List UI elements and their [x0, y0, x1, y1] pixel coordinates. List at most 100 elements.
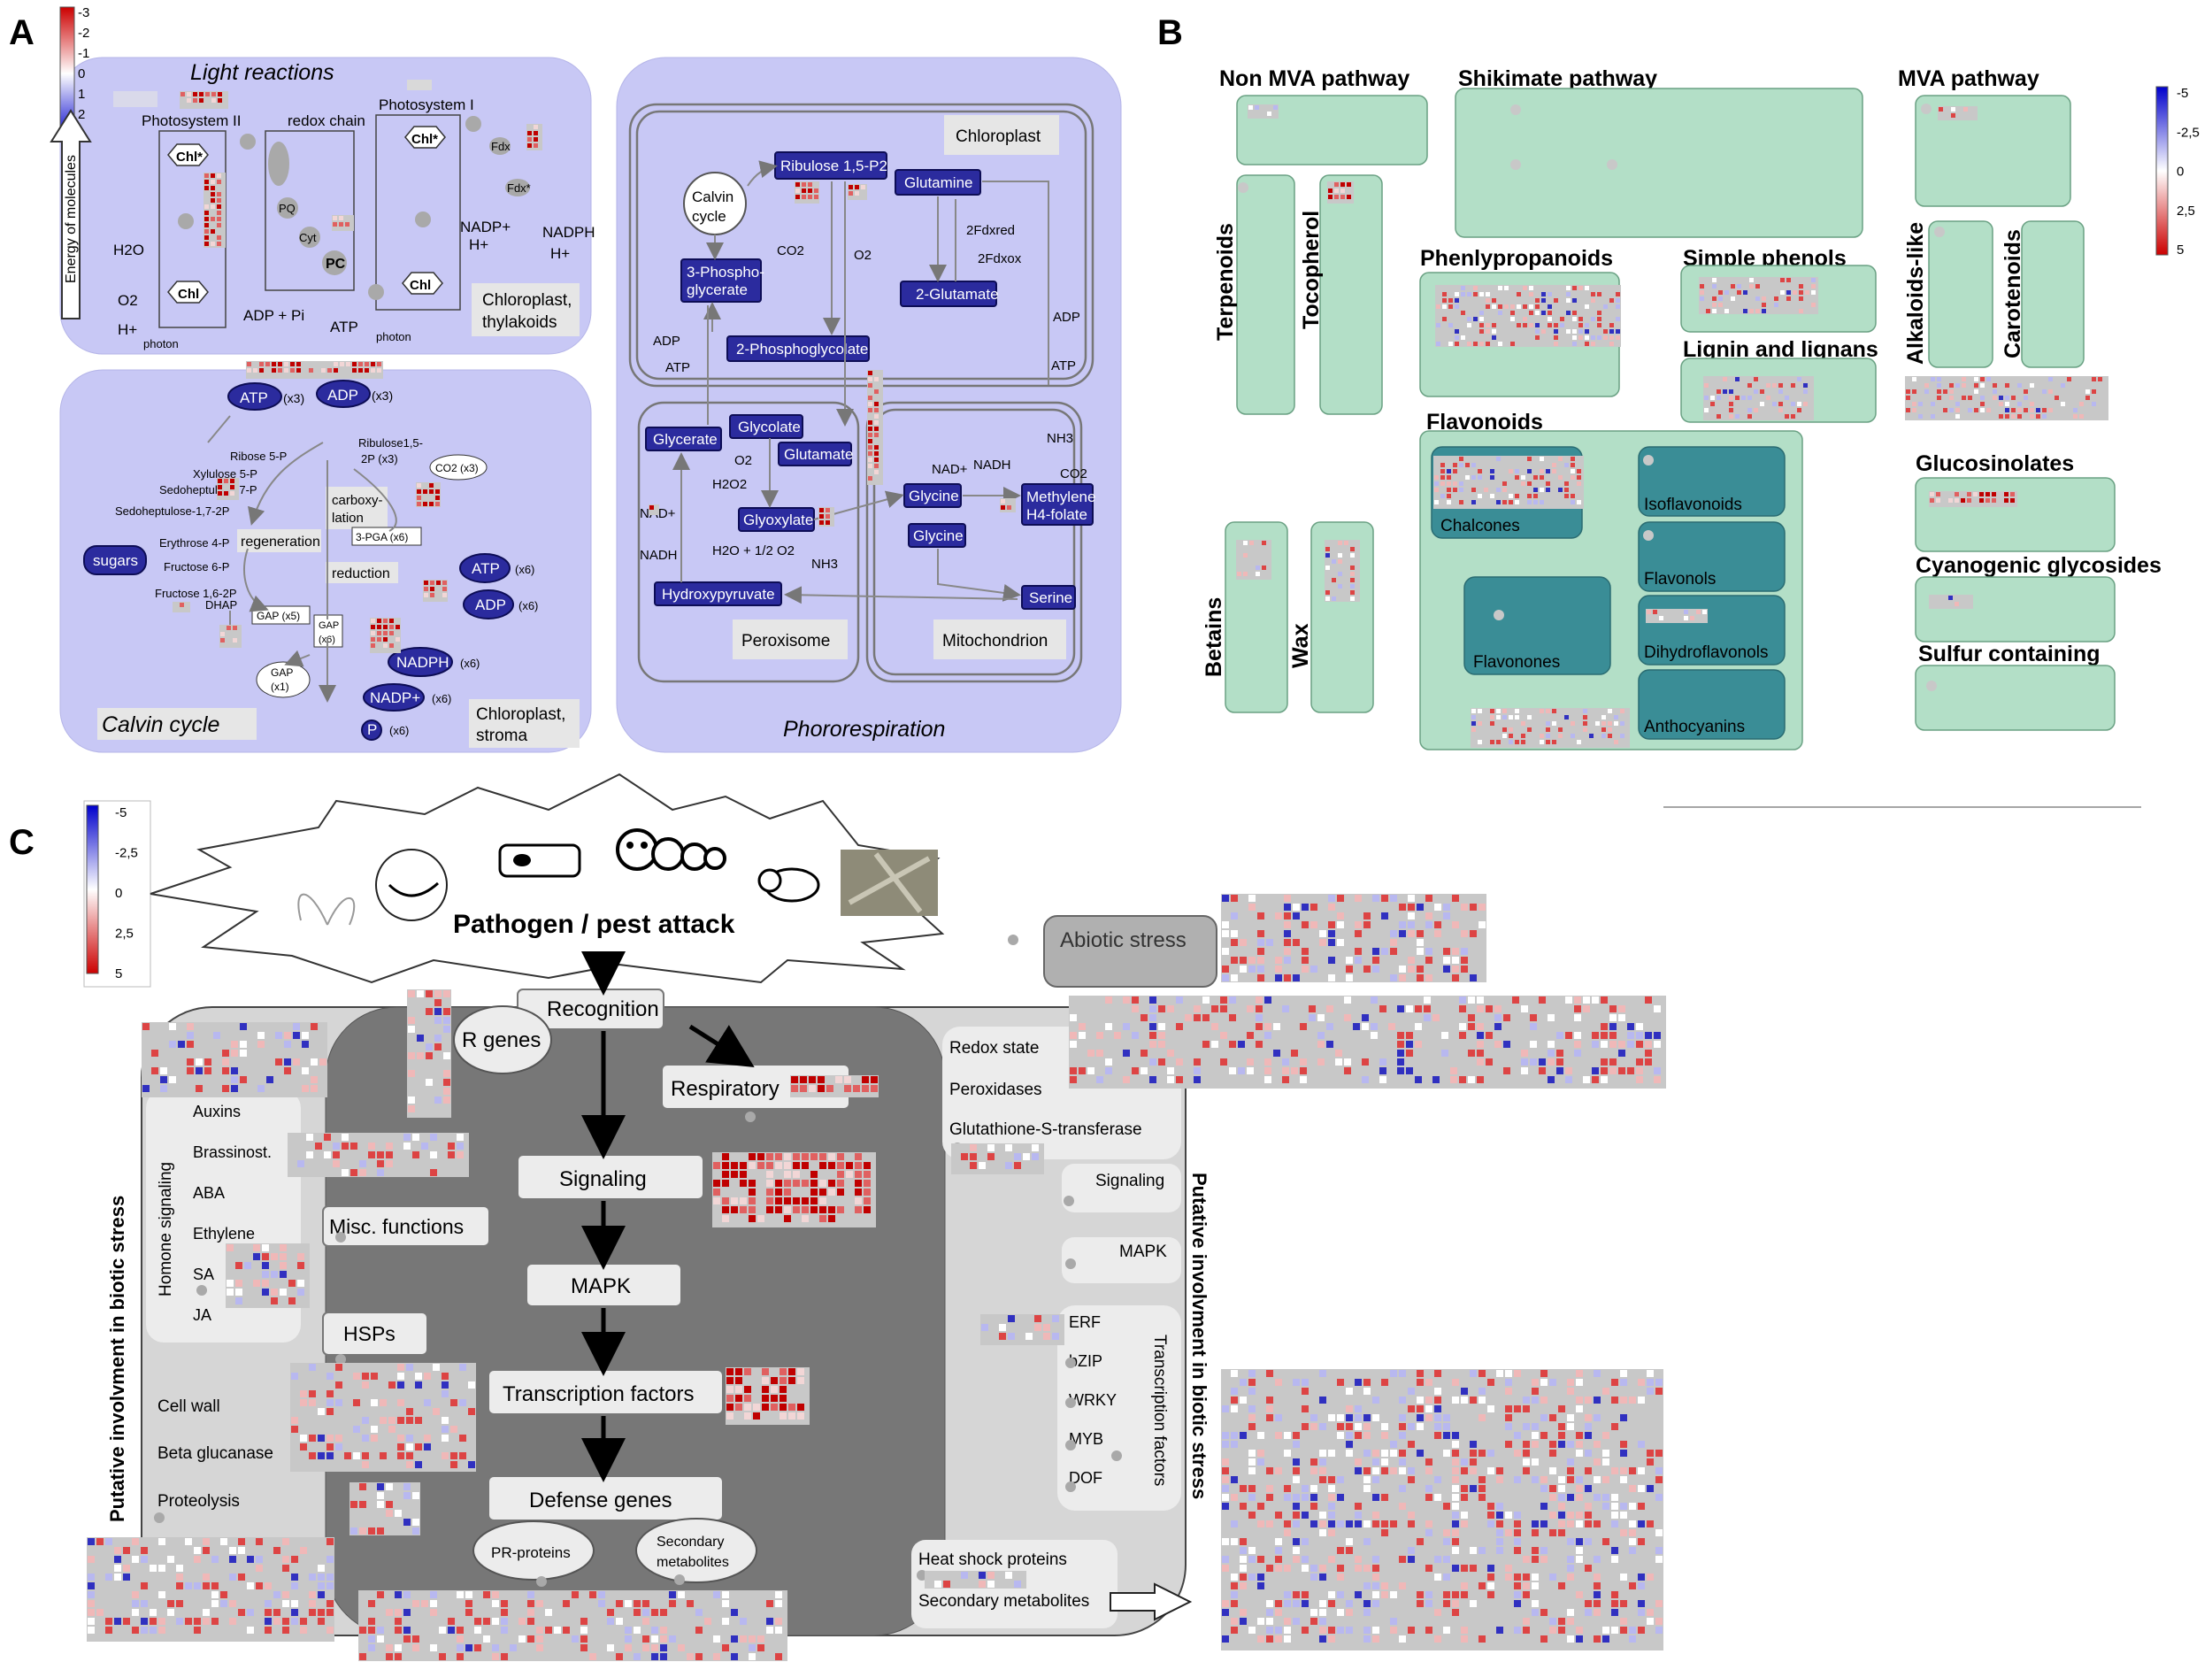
hormone-item: SA	[193, 1266, 214, 1283]
glycine-label-1: Glycine	[909, 488, 959, 504]
abiotic-stress-label: Abiotic stress	[1060, 928, 1187, 952]
h-plus-label-2: H+	[550, 245, 570, 262]
ribulose15-line1: Ribulose1,5-	[358, 436, 423, 450]
nadp-x6-mult: (x6)	[432, 692, 451, 705]
phenylpropanoids-title: Phenlypropanoids	[1420, 246, 1613, 271]
phosphoglycolate-label: 2-Phosphoglycolate	[736, 341, 868, 358]
legend-tick: 1	[78, 87, 85, 102]
legend-tick: 5	[2177, 242, 2184, 258]
abiotic-stress-box	[1043, 915, 1217, 988]
redox-chain-label: redox chain	[288, 112, 365, 129]
heatmap-tile	[1435, 285, 1621, 347]
energy-label: Energy of molecules	[64, 155, 79, 283]
glycine-box-2	[908, 523, 966, 548]
glutamate2-label: 2-Glutamate	[916, 286, 999, 303]
tf-item: MYB	[1069, 1430, 1103, 1448]
phosphoglycolate-box	[726, 335, 870, 362]
respiratory-label: Respiratory	[671, 1077, 780, 1101]
nadph-x6: NADPH	[396, 654, 449, 671]
pathogen-burst	[150, 773, 945, 984]
sulfur-title: Sulfur containing	[1918, 642, 2101, 666]
fdx-label: Fdx	[491, 140, 511, 153]
regeneration-label: regeneration	[241, 535, 320, 550]
atp-label-b: ATP	[665, 360, 690, 375]
flavonones-box	[1463, 576, 1611, 675]
proteolysis-label: Proteolysis	[157, 1492, 240, 1511]
isoflavonoids-box	[1638, 446, 1786, 517]
hormone-item: ABA	[193, 1184, 225, 1202]
adp-label-c: ADP	[1053, 310, 1080, 325]
panel-b-legend: -5-2,502,55	[2155, 86, 2200, 258]
cyanogenic-box	[1915, 576, 2116, 642]
redox-oval-1	[268, 142, 289, 186]
secondary-line1: Secondary	[657, 1535, 725, 1550]
glutamine-box	[895, 169, 981, 196]
flavonols-box	[1638, 521, 1786, 592]
ribose5p: Ribose 5-P	[230, 450, 287, 463]
photosystem-ii-label: Photosystem II	[142, 112, 241, 129]
chl-1: Chl	[178, 287, 199, 302]
mitochondrion-label: Mitochondrion	[942, 632, 1048, 650]
thylakoids-box	[472, 283, 580, 336]
isoflavonoids-label: Isoflavonoids	[1644, 496, 1742, 514]
r-genes-oval	[453, 1005, 552, 1074]
heatmap-tile	[358, 1590, 787, 1661]
heatmap-tile	[1221, 894, 1486, 982]
nadh-label-2: NADH	[973, 458, 1011, 473]
heatmap-tile	[180, 91, 228, 109]
hormone-item: Auxins	[193, 1103, 241, 1120]
hydroxypyruvate-box	[654, 581, 782, 606]
chl-star-hex-1	[167, 143, 209, 166]
hsps-label: HSPs	[343, 1322, 396, 1345]
h-plus-label-1: H+	[469, 236, 488, 253]
chl-star-hex-2	[404, 126, 446, 149]
energy-arrow: Energy of molecules	[50, 109, 92, 319]
o2-label-b: O2	[854, 248, 872, 263]
legend-tick: 0	[78, 66, 85, 81]
reduction-label: reduction	[332, 566, 390, 581]
h2o-o2-label: H2O + 1/2 O2	[712, 543, 795, 558]
pc-label: PC	[326, 257, 346, 272]
shikimate-title: Shikimate pathway	[1458, 66, 1657, 91]
gap-x1-oval	[256, 661, 311, 698]
sedo7p: Sedoheptulose 7-P	[159, 483, 257, 496]
pest-icons	[297, 828, 938, 926]
tf-item: bZIP	[1069, 1352, 1102, 1370]
pc-circle	[322, 250, 347, 275]
atp-x6: ATP	[472, 560, 500, 577]
signaling-r-label: Signaling	[1095, 1172, 1164, 1190]
signaling-r-box	[1062, 1164, 1181, 1212]
nadph-label-a: NADPH	[542, 224, 595, 241]
heatmap-tile	[1703, 376, 1814, 420]
heat-shock-label: Heat shock proteins	[918, 1550, 1067, 1569]
anthocyanins-box	[1638, 669, 1786, 740]
atp-x3: (x3)	[283, 391, 304, 405]
nadp-x6: NADP+	[370, 689, 420, 706]
calvin-cycle-title: Calvin cycle	[102, 712, 219, 737]
tf-item: DOF	[1069, 1469, 1102, 1487]
heatmap-tile	[204, 173, 226, 248]
tf-item: ERF	[1069, 1313, 1101, 1331]
glycolate-label: Glycolate	[738, 419, 801, 435]
legend-tick: -2,5	[115, 846, 138, 861]
pq-circle	[277, 197, 298, 219]
panel-c-letter: C	[9, 823, 35, 862]
panel-b-letter: B	[1157, 13, 1183, 52]
alkaloids-label: Alkaloids-like	[1903, 222, 1928, 365]
fructose6p: Fructose 6-P	[164, 560, 229, 573]
fdx-circle	[489, 137, 511, 155]
sedo17p: Sedoheptulose-1,7-2P	[115, 504, 229, 518]
nadp-oval	[363, 683, 425, 712]
mva-box	[1915, 95, 2071, 207]
atp-oval	[227, 382, 282, 411]
chl-star-1: Chl*	[176, 150, 203, 165]
serine-label: Serine	[1029, 589, 1072, 606]
tf-group	[1057, 1305, 1181, 1511]
atp-x6-mult: (x6)	[515, 563, 534, 576]
hydroxypyruvate-label: Hydroxypyruvate	[662, 586, 775, 603]
adp-x6-mult: (x6)	[518, 599, 538, 612]
legend-tick: 0	[2177, 165, 2184, 180]
glutamate2-box	[900, 281, 997, 307]
misc-box	[322, 1205, 490, 1247]
export-arrow	[1110, 1582, 1193, 1621]
